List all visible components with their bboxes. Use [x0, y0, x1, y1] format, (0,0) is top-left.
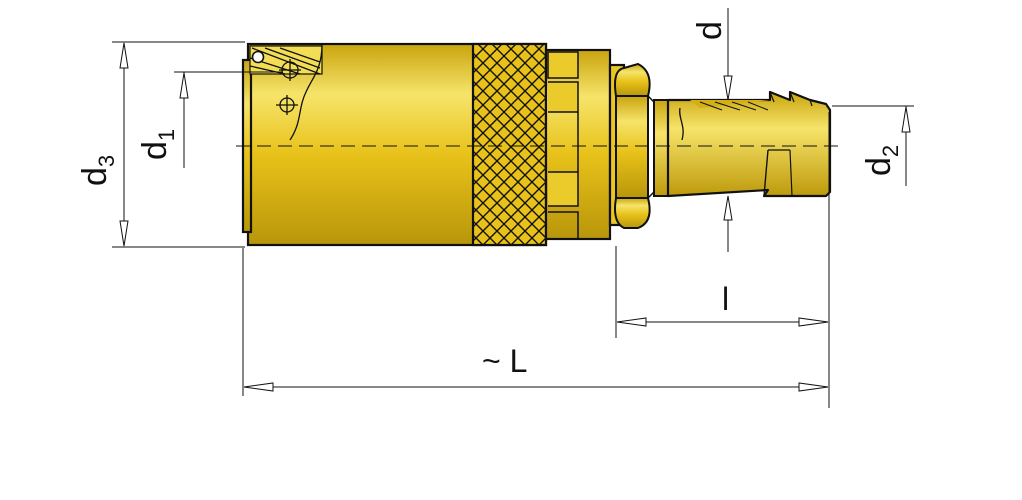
label-d: d — [691, 21, 729, 40]
hose-barb — [653, 90, 832, 198]
knurled-grip — [471, 42, 548, 247]
cutaway-detail — [249, 43, 323, 141]
dimension-l — [615, 112, 830, 408]
label-L: ~ L — [482, 343, 527, 379]
dimension-d3 — [112, 41, 245, 248]
body-collar — [544, 48, 612, 241]
dimension-d2 — [832, 105, 914, 186]
dimension-L — [242, 248, 829, 396]
label-d1: d1 — [136, 129, 179, 160]
hex-nut — [608, 62, 657, 229]
label-l: l — [722, 281, 729, 317]
dimension-d — [723, 8, 733, 252]
dimension-d1 — [174, 71, 282, 168]
label-d3: d3 — [76, 155, 119, 186]
label-d2: d2 — [860, 145, 903, 176]
